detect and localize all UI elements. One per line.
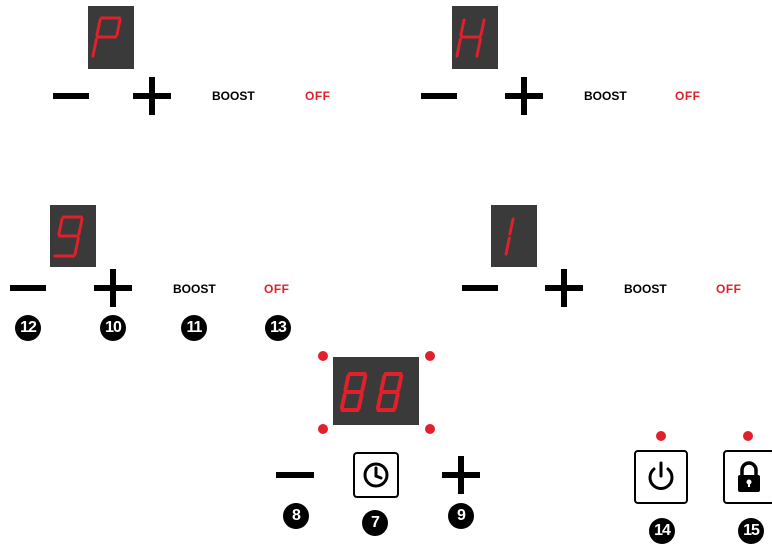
timer-indicator-top-left <box>318 351 328 361</box>
power-indicator <box>656 431 666 441</box>
zone-mid-left-minus-button[interactable] <box>10 285 46 291</box>
zone-top-left-plus-button[interactable] <box>133 77 171 115</box>
zone-mid-left-display <box>50 205 96 267</box>
power-icon <box>648 461 674 490</box>
zone-top-left-minus-button[interactable] <box>53 93 89 99</box>
zone-mid-right-plus-button[interactable] <box>545 269 583 307</box>
zone-mid-right-boost-button[interactable]: BOOST <box>624 282 667 296</box>
clock-icon <box>363 462 389 488</box>
zone-top-right-plus-button[interactable] <box>505 77 543 115</box>
lock-icon <box>738 461 760 492</box>
callout-11: 11 <box>181 315 207 341</box>
callout-13: 13 <box>265 315 291 341</box>
lock-indicator <box>743 431 753 441</box>
callout-14: 14 <box>649 518 675 544</box>
zone-top-left-off-button[interactable]: OFF <box>305 89 331 103</box>
lock-button[interactable] <box>723 450 772 504</box>
segment-digit-9 <box>53 215 84 258</box>
callout-15: 15 <box>738 518 764 544</box>
zone-top-left-display <box>88 6 134 69</box>
timer-indicator-bottom-left <box>318 424 328 434</box>
zone-top-right-off-button[interactable]: OFF <box>675 89 701 103</box>
callout-8: 8 <box>283 503 309 529</box>
callout-9: 9 <box>448 503 474 529</box>
timer-clock-button[interactable] <box>353 452 399 498</box>
zone-mid-right-off-button[interactable]: OFF <box>716 282 742 296</box>
zone-mid-left-plus-button[interactable] <box>94 269 132 307</box>
timer-indicator-top-right <box>425 351 435 361</box>
zone-mid-right-display <box>491 205 537 267</box>
zone-mid-left-boost-button[interactable]: BOOST <box>173 282 216 296</box>
timer-plus-button[interactable] <box>442 456 480 494</box>
timer-display <box>333 357 419 425</box>
zone-top-right-boost-button[interactable]: BOOST <box>584 89 627 103</box>
segment-digit-h <box>455 18 486 58</box>
power-button[interactable] <box>634 450 688 504</box>
segment-digits-88 <box>339 372 404 412</box>
zone-mid-right-minus-button[interactable] <box>462 285 498 291</box>
callout-12: 12 <box>15 315 41 341</box>
segment-digit-p <box>91 16 122 58</box>
segment-digit-1 <box>504 217 515 256</box>
zone-top-right-display <box>452 6 498 69</box>
zone-top-right-minus-button[interactable] <box>421 93 457 99</box>
zone-mid-left-off-button[interactable]: OFF <box>264 282 290 296</box>
timer-minus-button[interactable] <box>276 472 314 478</box>
callout-10: 10 <box>100 315 126 341</box>
timer-indicator-bottom-right <box>425 424 435 434</box>
zone-top-left-boost-button[interactable]: BOOST <box>212 89 255 103</box>
callout-7: 7 <box>362 510 388 536</box>
